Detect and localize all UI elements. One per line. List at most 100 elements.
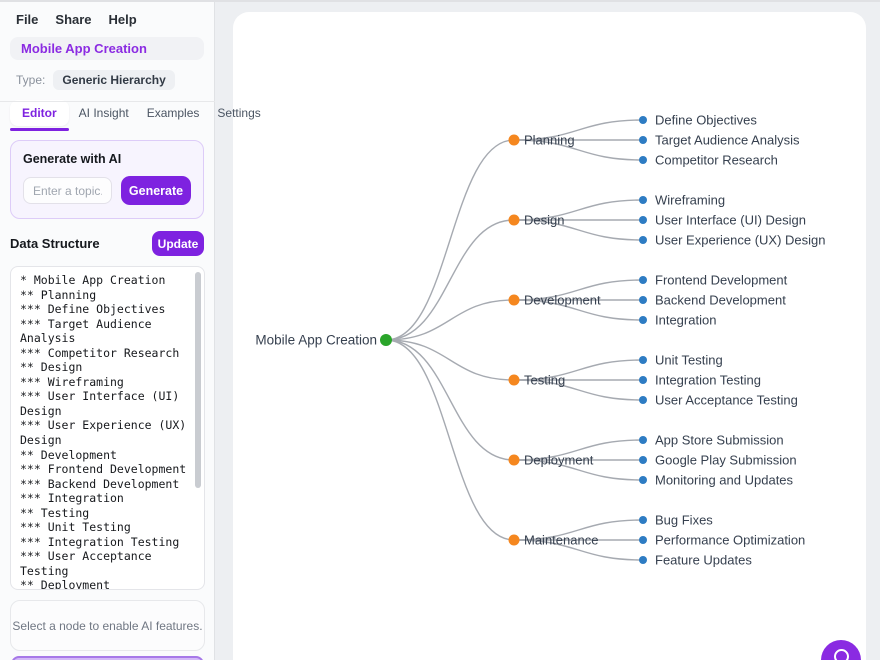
mindmap-leaf-label[interactable]: Frontend Development xyxy=(655,273,788,288)
topic-input[interactable] xyxy=(23,177,112,204)
map-title: Mobile App Creation xyxy=(21,41,147,56)
mindmap-leaf-dot[interactable] xyxy=(639,556,647,564)
mindmap-root-dot[interactable] xyxy=(380,334,392,346)
mindmap-leaf-label[interactable]: Competitor Research xyxy=(655,153,778,168)
type-row: Type: Generic Hierarchy xyxy=(16,70,204,90)
mindmap-leaf-dot[interactable] xyxy=(639,396,647,404)
mindmap-link xyxy=(513,519,644,541)
data-structure-heading: Data Structure xyxy=(10,236,100,251)
mindmap-leaf-label[interactable]: User Experience (UX) Design xyxy=(655,233,826,248)
mindmap-leaf-label[interactable]: Integration Testing xyxy=(655,373,761,388)
mindmap-canvas[interactable]: Mobile App Creation Planning Define Object… xyxy=(233,12,866,660)
mindmap-branch-dot[interactable] xyxy=(508,134,520,146)
mindmap-link xyxy=(513,359,644,381)
mindmap-leaf-dot[interactable] xyxy=(639,296,647,304)
tab-ai-insight[interactable]: AI Insight xyxy=(78,106,129,120)
mindmap-leaf-dot[interactable] xyxy=(639,156,647,164)
tab-examples[interactable]: Examples xyxy=(146,106,200,120)
window-top-edge xyxy=(0,0,880,2)
mindmap-leaf-label[interactable]: Backend Development xyxy=(655,293,786,308)
mindmap-branch-dot[interactable] xyxy=(508,374,520,386)
mindmap-branch-label[interactable]: Deployment xyxy=(524,453,594,468)
menu-share[interactable]: Share xyxy=(55,12,92,27)
mindmap-branch-dot[interactable] xyxy=(508,214,520,226)
mindmap-branch-label[interactable]: Maintenance xyxy=(524,533,598,548)
mindmap-leaf-label[interactable]: User Interface (UI) Design xyxy=(655,213,806,228)
type-value-badge: Generic Hierarchy xyxy=(53,70,175,90)
mindmap-branch-dot[interactable] xyxy=(508,454,520,466)
message-circle-icon xyxy=(833,649,849,660)
data-structure-text[interactable]: * Mobile App Creation ** Planning *** De… xyxy=(20,273,187,590)
mindmap-link xyxy=(513,119,644,141)
mindmap-link xyxy=(385,339,515,381)
mindmap-leaf-dot[interactable] xyxy=(639,476,647,484)
tab-editor-label: Editor xyxy=(10,100,69,126)
menubar: File Share Help xyxy=(0,0,214,27)
mindmap-link xyxy=(513,459,644,481)
mindmap-branch-label[interactable]: Development xyxy=(524,293,601,308)
mindmap-leaf-dot[interactable] xyxy=(639,376,647,384)
data-structure-editor[interactable]: * Mobile App Creation ** Planning *** De… xyxy=(10,266,205,590)
mindmap-root-label[interactable]: Mobile App Creation xyxy=(255,333,377,348)
active-tab-underline xyxy=(10,128,69,131)
main-area: Mobile App Creation Planning Define Object… xyxy=(216,0,880,660)
mindmap-branch-label[interactable]: Testing xyxy=(524,373,565,388)
mindmap-leaf-label[interactable]: Monitoring and Updates xyxy=(655,473,794,488)
mindmap-leaf-dot[interactable] xyxy=(639,136,647,144)
mindmap-leaf-dot[interactable] xyxy=(639,536,647,544)
mindmap-leaf-dot[interactable] xyxy=(639,356,647,364)
mindmap-leaf-label[interactable]: Define Objectives xyxy=(655,113,757,128)
mindmap-leaf-label[interactable]: Feature Updates xyxy=(655,553,752,568)
sidebar: File Share Help Mobile App Creation Type… xyxy=(0,0,261,660)
mindmap-leaf-label[interactable]: App Store Submission xyxy=(655,433,784,448)
generate-button[interactable]: Generate xyxy=(121,176,191,205)
mindmap-leaf-label[interactable]: User Acceptance Testing xyxy=(655,393,798,408)
sidebar-divider xyxy=(0,101,215,102)
mindmap-link xyxy=(385,139,515,341)
mindmap-leaf-label[interactable]: Wireframing xyxy=(655,193,725,208)
tab-editor[interactable]: Editor xyxy=(10,100,69,131)
mindmap-link xyxy=(513,199,644,221)
mindmap-link xyxy=(385,339,515,541)
mindmap-link xyxy=(385,299,515,341)
map-title-field[interactable]: Mobile App Creation xyxy=(10,37,204,60)
mindmap-leaf-dot[interactable] xyxy=(639,216,647,224)
mindmap-leaf-dot[interactable] xyxy=(639,316,647,324)
mindmap-link xyxy=(513,279,644,301)
mindmap-leaf-label[interactable]: Google Play Submission xyxy=(655,453,797,468)
mindmap-branch-label[interactable]: Planning xyxy=(524,133,575,148)
mindmap-link xyxy=(513,139,644,161)
mindmap-branch-label[interactable]: Design xyxy=(524,213,564,228)
mindmap-link xyxy=(513,219,644,241)
menu-help[interactable]: Help xyxy=(108,12,137,27)
mindmap-link xyxy=(513,539,644,561)
editor-scrollbar-thumb[interactable] xyxy=(195,272,201,488)
generate-ai-panel: Generate with AI Generate xyxy=(10,140,204,219)
mindmap-link xyxy=(513,299,644,321)
mindmap-leaf-label[interactable]: Target Audience Analysis xyxy=(655,133,800,148)
mindmap-branch-dot[interactable] xyxy=(508,294,520,306)
mindmap-leaf-label[interactable]: Bug Fixes xyxy=(655,513,713,528)
mindmap-leaf-dot[interactable] xyxy=(639,516,647,524)
mindmap-leaf-dot[interactable] xyxy=(639,436,647,444)
mindmap-link xyxy=(513,439,644,461)
mindmap-leaf-label[interactable]: Performance Optimization xyxy=(655,533,805,548)
mindmap-leaf-dot[interactable] xyxy=(639,196,647,204)
ai-chat-fab[interactable] xyxy=(821,640,861,660)
mindmap-leaf-dot[interactable] xyxy=(639,456,647,464)
mindmap-leaf-label[interactable]: Integration xyxy=(655,313,716,328)
mindmap-leaf-dot[interactable] xyxy=(639,236,647,244)
type-label: Type: xyxy=(16,73,46,87)
tab-settings[interactable]: Settings xyxy=(217,106,261,120)
mindmap-link xyxy=(513,379,644,401)
menu-file[interactable]: File xyxy=(16,12,39,27)
update-button[interactable]: Update xyxy=(152,231,204,256)
mindmap-leaf-dot[interactable] xyxy=(639,116,647,124)
mindmap-leaf-dot[interactable] xyxy=(639,276,647,284)
mindmap-leaf-label[interactable]: Unit Testing xyxy=(655,353,723,368)
mindmap-link xyxy=(385,219,515,341)
ai-hint-text: Select a node to enable AI features. xyxy=(12,618,203,633)
mindmap-branch-dot[interactable] xyxy=(508,534,520,546)
bottom-action-button[interactable] xyxy=(11,656,204,660)
mindmap-svg[interactable]: Mobile App Creation Planning Define Object… xyxy=(233,12,866,660)
